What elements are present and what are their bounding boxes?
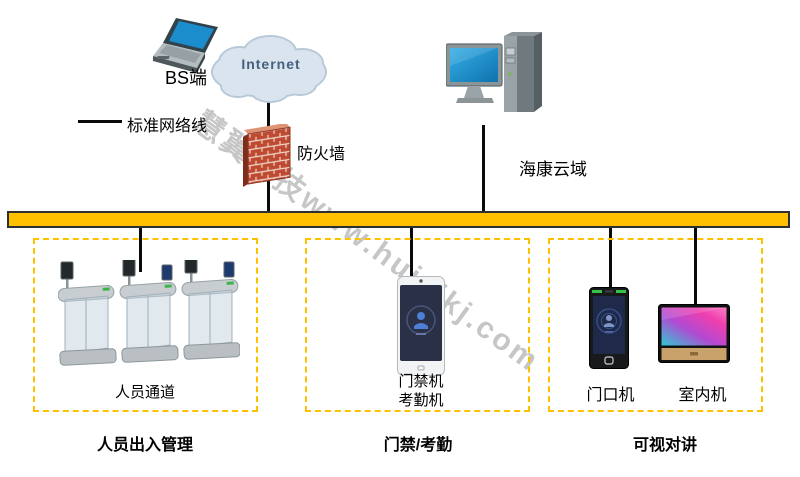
- internet-cloud-icon: [211, 35, 327, 103]
- internet-label: Internet: [241, 56, 301, 72]
- line-bus-to-indoor-station: [694, 228, 697, 307]
- zone-video-intercom-caption: 可视对讲: [632, 437, 697, 454]
- network-line-legend-label: 标准网络线: [127, 118, 208, 135]
- access-device-label-line2: 考勤机: [398, 392, 444, 409]
- zone-entry-exit: [33, 238, 258, 412]
- door-station-label: 门口机: [586, 387, 635, 404]
- hik-cloud-label: 海康云域: [519, 160, 587, 179]
- access-device-label-line1: 门禁机: [398, 373, 444, 390]
- access-device-label: 门禁机 考勤机: [371, 372, 471, 410]
- line-bus-to-turnstile: [139, 228, 142, 272]
- zone-entry-exit-caption: 人员出入管理: [96, 437, 193, 454]
- door-station-icon: [589, 287, 629, 369]
- firewall-icon: [243, 124, 291, 187]
- turnstile-gates-icon: [58, 260, 240, 366]
- desktop-computer-icon: [446, 32, 542, 112]
- line-cloudserver-to-bus: [482, 125, 485, 212]
- network-line-legend-swatch: [78, 120, 122, 123]
- indoor-station-icon: [658, 304, 730, 363]
- line-bus-to-access-device: [410, 228, 413, 288]
- line-bus-to-door-station: [609, 228, 612, 290]
- firewall-label: 防火墙: [297, 146, 346, 163]
- zone-video-intercom: [548, 238, 763, 412]
- zone-access-attendance-caption: 门禁/考勤: [383, 437, 453, 454]
- indoor-station-label: 室内机: [678, 387, 727, 404]
- bs-client-label: BS端: [164, 68, 207, 88]
- zone-access-attendance: [305, 238, 530, 412]
- turnstile-label: 人员通道: [114, 384, 175, 401]
- network-bus-bar: [7, 211, 790, 228]
- laptop-icon: [153, 18, 218, 73]
- access-control-device-icon: [397, 276, 445, 376]
